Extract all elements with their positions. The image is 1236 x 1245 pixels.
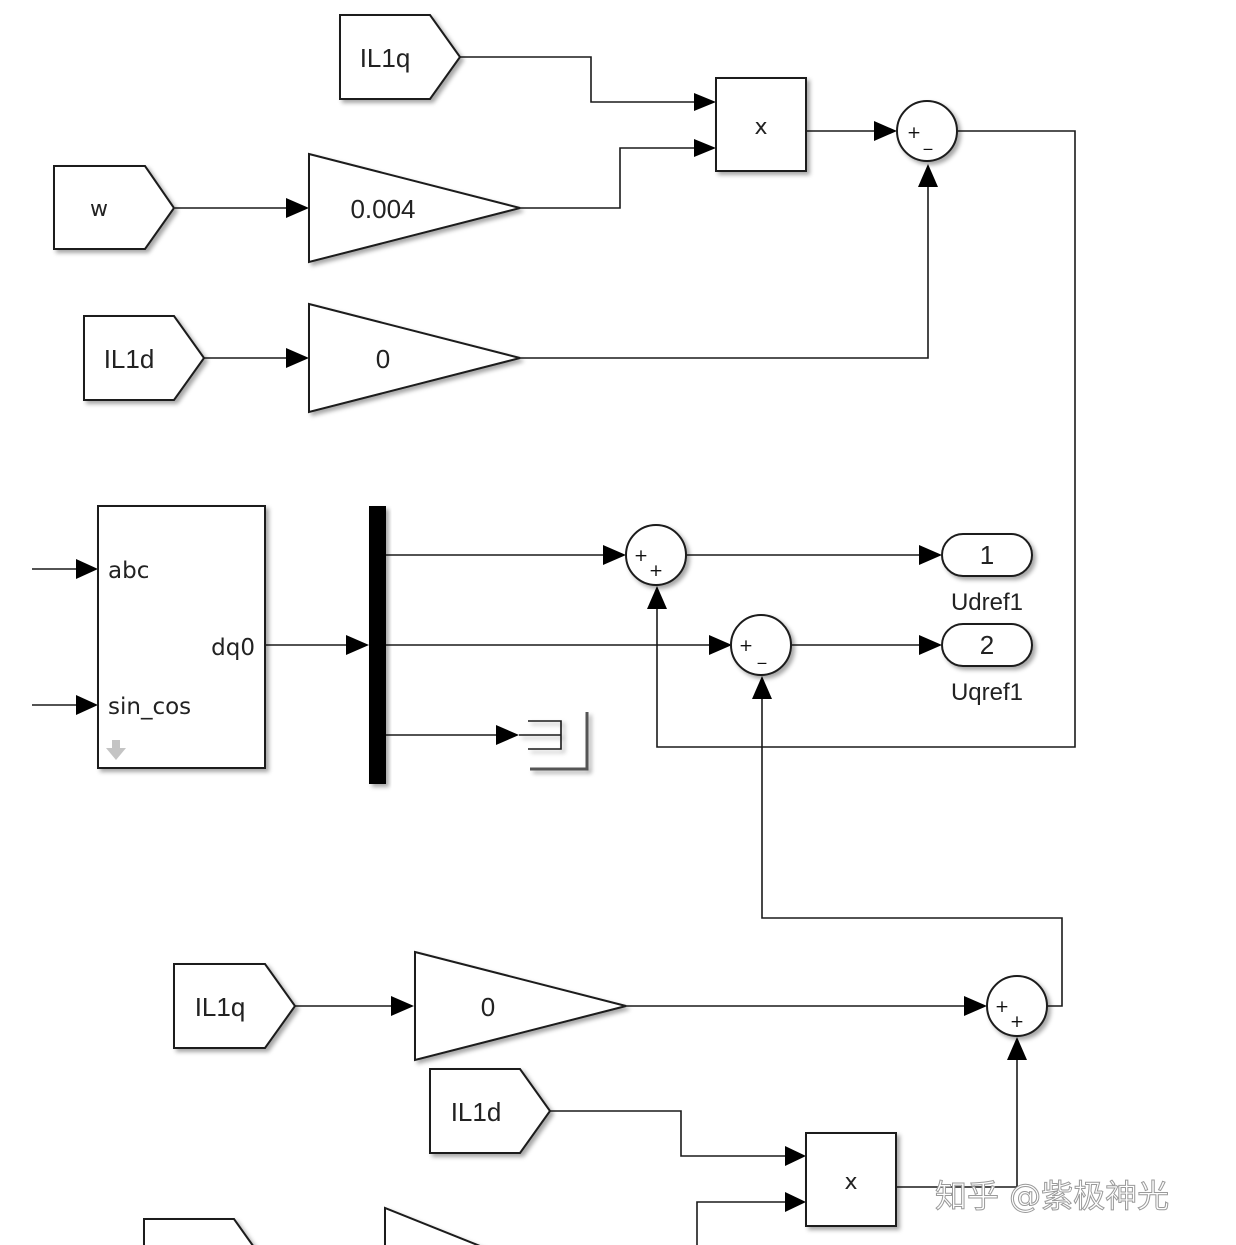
product-block-top[interactable]: x (715, 77, 807, 172)
product-symbol: x (844, 1170, 857, 1195)
arrowhead (1007, 1037, 1027, 1060)
wire-bottomsum-to-qsum[interactable] (761, 694, 1063, 1007)
outport-number: 2 (980, 630, 994, 660)
wire-il1q-to-product[interactable] (460, 56, 700, 103)
arrowhead (694, 93, 716, 111)
from-tag-label: IL1d (104, 344, 155, 374)
product-block-bottom[interactable]: x (805, 1132, 897, 1227)
arrowhead (785, 1192, 806, 1212)
from-tag-il1q-bottom[interactable]: IL1q (173, 963, 297, 1049)
from-tag-w[interactable]: w (53, 165, 176, 250)
arrowhead (647, 586, 667, 609)
port-label-sin-cos: sin_cos (108, 694, 191, 720)
abc-to-dq0-block[interactable]: abc dq0 sin_cos (97, 505, 266, 769)
sum-sign-plus: + (907, 123, 921, 143)
arrowhead (76, 559, 98, 579)
wire-topsum-to-dsum[interactable] (656, 130, 1076, 748)
sum-block-bottom[interactable]: + + (986, 975, 1048, 1037)
terminator-block[interactable] (519, 712, 589, 771)
from-tag-label: w (90, 197, 108, 222)
signal-lines (32, 56, 1076, 1245)
sum-sign-plus: + (739, 636, 753, 656)
from-tag-il1q-top[interactable]: IL1q (339, 14, 462, 100)
arrowhead (919, 635, 942, 655)
sum-sign-minus: _ (923, 131, 933, 151)
from-tag-label: IL1d (451, 1097, 502, 1127)
arrowheads (76, 93, 1027, 1212)
from-tag-il1d-top[interactable]: IL1d (83, 315, 206, 401)
outport-uqref1[interactable]: 2 Uqref1 (941, 623, 1033, 706)
arrowhead (496, 725, 519, 745)
demux-bar[interactable] (369, 506, 386, 784)
arrowhead (752, 676, 772, 699)
outport-number: 1 (980, 540, 994, 570)
arrowhead (709, 635, 732, 655)
arrowhead (391, 996, 414, 1016)
wire-gain0-to-sum[interactable] (520, 186, 929, 359)
sum-sign-plus: + (995, 997, 1009, 1017)
arrowhead (346, 635, 369, 655)
sum-sign-minus: _ (757, 645, 767, 665)
outport-udref1[interactable]: 1 Udref1 (941, 533, 1033, 616)
arrowhead (918, 164, 938, 187)
sum-sign-plus: + (1010, 1012, 1024, 1032)
gain-value: 0 (376, 344, 390, 374)
from-tag-il1d-bottom[interactable]: IL1d (429, 1068, 552, 1154)
outport-name: Udref1 (951, 589, 1023, 616)
from-tag-partial[interactable] (143, 1218, 256, 1245)
arrowhead (785, 1146, 806, 1166)
gain-value: 0 (481, 992, 495, 1022)
from-tag-label: IL1q (195, 992, 246, 1022)
watermark-text: 知乎 @紫极神光 (935, 1177, 1169, 1215)
wire-lower-to-product[interactable] (696, 1201, 790, 1245)
arrowhead (874, 121, 897, 141)
port-label-abc: abc (108, 558, 149, 584)
sum-block-q[interactable]: + _ (730, 614, 792, 676)
down-arrow-icon (106, 740, 126, 760)
gain-block-zero-top[interactable]: 0 (308, 302, 521, 414)
outport-name: Uqref1 (951, 679, 1023, 706)
sum-block-top[interactable]: + _ (896, 100, 958, 162)
arrowhead (603, 545, 626, 565)
product-symbol: x (754, 115, 767, 140)
arrowhead (964, 996, 987, 1016)
sum-sign-plus: + (634, 546, 648, 566)
arrowhead (286, 348, 309, 368)
arrowhead (694, 139, 716, 157)
gain-block-zero-bottom[interactable]: 0 (414, 950, 627, 1062)
arrowhead (76, 695, 98, 715)
gain-block-partial[interactable] (384, 1206, 490, 1245)
arrowhead (286, 198, 309, 218)
gain-block-0004[interactable]: 0.004 (308, 152, 521, 264)
from-tag-label: IL1q (360, 43, 411, 73)
wire-product-bottom-to-sum[interactable] (897, 1055, 1018, 1188)
arrowhead (919, 545, 942, 565)
wire-gain-to-product[interactable] (520, 147, 700, 209)
sum-block-d[interactable]: + + (625, 524, 687, 586)
sum-sign-plus: + (649, 561, 663, 581)
gain-value: 0.004 (350, 194, 415, 224)
port-label-dq0: dq0 (211, 635, 255, 661)
wire-il1d-bottom-to-product[interactable] (550, 1110, 790, 1157)
